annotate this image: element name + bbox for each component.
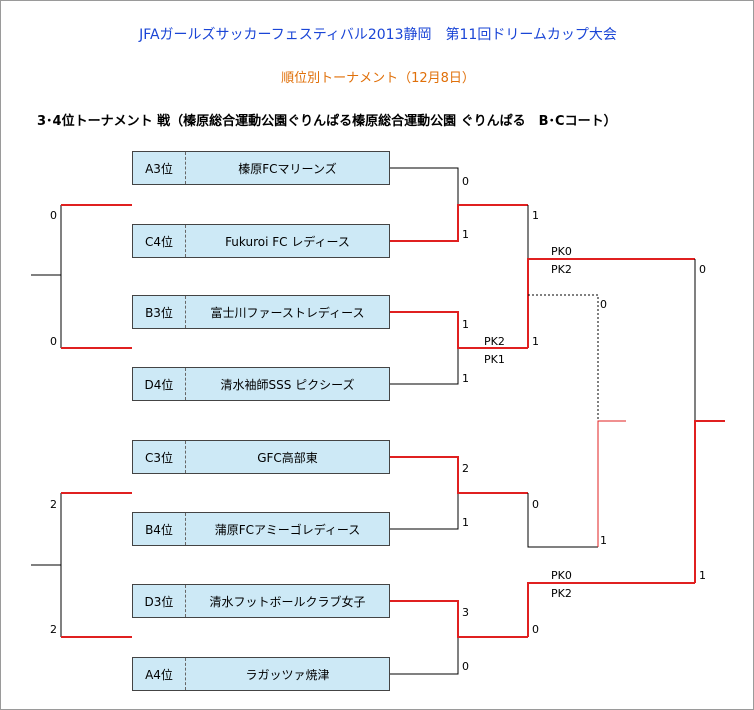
score-label: 0 (532, 498, 539, 511)
team-name: 清水袖師SSS ピクシーズ (220, 377, 355, 392)
final-red (694, 420, 725, 583)
pk-label: PK2 (484, 335, 505, 348)
score-label: 1 (699, 569, 706, 582)
team-row: B3位 富士川ファーストレディース (132, 295, 390, 329)
team-seed: A3位 (133, 152, 186, 184)
left-bracket-top-red (61, 204, 132, 349)
score-label: 2 (50, 498, 57, 511)
left-bracket-bottom-red (61, 492, 132, 638)
score-label: 1 (462, 516, 469, 529)
team-seed: B3位 (133, 296, 186, 328)
score-label: 2 (462, 462, 469, 475)
score-label: 1 (532, 335, 539, 348)
team-row: D4位 清水袖師SSS ピクシーズ (132, 367, 390, 401)
score-label: 1 (462, 228, 469, 241)
team-seed: B4位 (133, 513, 186, 545)
r2-m1-red (527, 258, 695, 348)
loser-match-red (597, 420, 626, 547)
pk-label: PK2 (551, 587, 572, 600)
team-row: C4位 Fukuroi FC レディース (132, 224, 390, 258)
r2-m2-line (527, 493, 598, 548)
team-name: Fukuroi FC レディース (225, 234, 350, 249)
team-row: A4位 ラガッツァ焼津 (132, 657, 390, 691)
score-label: 3 (462, 606, 469, 619)
score-label: 2 (50, 623, 57, 636)
score-label: 1 (532, 209, 539, 222)
left-bracket-bottom (31, 493, 62, 637)
score-label: 1 (600, 534, 607, 547)
tournament-heading: 3･4位トーナメント 戦（榛原総合運動公園ぐりんぱる榛原総合運動公園 ぐりんぱる… (37, 114, 617, 129)
score-label: 0 (50, 209, 57, 222)
team-seed: D4位 (133, 368, 186, 400)
r1-m4-red (390, 600, 528, 638)
team-seed: C3位 (133, 441, 186, 473)
team-seed: C4位 (133, 225, 186, 257)
team-name: 榛原FCマリーンズ (238, 161, 337, 176)
score-label: 0 (699, 263, 706, 276)
r1-m1-line (390, 167, 459, 205)
loser-match-dashed (528, 294, 599, 421)
pk-label: PK2 (551, 263, 572, 276)
team-seed: D3位 (133, 585, 186, 617)
score-label: 1 (462, 318, 469, 331)
team-name: 蒲原FCアミーゴレディース (214, 522, 361, 537)
team-seed: A4位 (133, 658, 186, 690)
score-label: 0 (532, 623, 539, 636)
team-name: ラガッツァ焼津 (245, 667, 330, 682)
team-name: 富士川ファーストレディース (210, 305, 365, 320)
pk-label: PK0 (551, 569, 572, 582)
score-label: 1 (462, 372, 469, 385)
team-name: GFC高部東 (257, 450, 318, 465)
r2-m2-red (527, 582, 695, 637)
team-name: 清水フットボールクラブ女子 (209, 594, 366, 609)
team-row: B4位 蒲原FCアミーゴレディース (132, 512, 390, 546)
r1-m1-red (390, 204, 528, 242)
pk-label: PK0 (551, 245, 572, 258)
r1-m3-red (390, 456, 528, 494)
team-row: A3位 榛原FCマリーンズ (132, 151, 390, 185)
score-label: 0 (50, 335, 57, 348)
score-label: 0 (600, 298, 607, 311)
r1-m4-line (390, 637, 459, 675)
r1-m2-line (390, 348, 459, 385)
page-title: JFAガールズサッカーフェスティバル2013静岡 第11回ドリームカップ大会 (139, 27, 617, 43)
pk-label: PK1 (484, 353, 505, 366)
team-row: C3位 GFC高部東 (132, 440, 390, 474)
team-row: D3位 清水フットボールクラブ女子 (132, 584, 390, 618)
page-subtitle: 順位別トーナメント（12月8日） (281, 71, 475, 86)
score-label: 0 (462, 660, 469, 673)
score-label: 0 (462, 175, 469, 188)
r1-m2-red (390, 311, 528, 349)
r1-m3-line (390, 493, 459, 530)
left-bracket-top (31, 205, 62, 348)
